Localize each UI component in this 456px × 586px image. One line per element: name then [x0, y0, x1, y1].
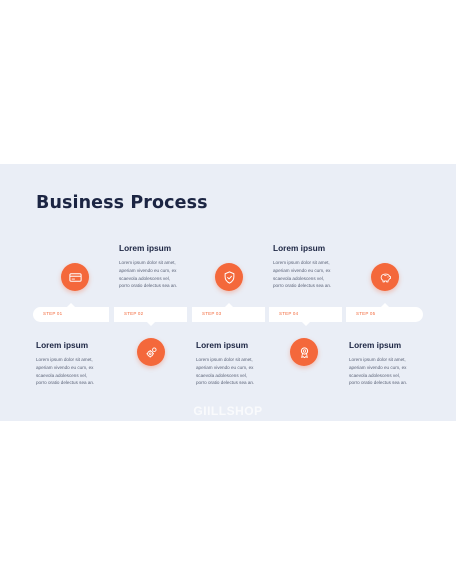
award-icon: [300, 346, 308, 358]
step-1-description: Lorem ipsum dolor sit amet, aperiam vive…: [36, 357, 95, 386]
step-1-bar: STEP 01: [33, 303, 109, 322]
step-3-circle: [215, 263, 243, 291]
step-3-bar: STEP 03: [192, 303, 265, 322]
step-2-bar: STEP 02: [114, 307, 187, 326]
step-2-heading: Lorem ipsum: [119, 243, 172, 253]
step-5-heading: Lorem ipsum: [349, 340, 402, 350]
step-2-label: STEP 02: [124, 311, 144, 316]
step-5-label: STEP 05: [356, 311, 376, 316]
watermark: GIILLSHOP: [193, 404, 263, 418]
piggy-bank-icon: [380, 273, 391, 282]
step-3-text-block: Lorem ipsum Lorem ipsum dolor sit amet, …: [196, 340, 276, 387]
step-4-label: STEP 04: [279, 311, 299, 316]
step-2-description: Lorem ipsum dolor sit amet, aperiam vive…: [119, 260, 178, 289]
step-5-circle: [371, 263, 399, 291]
step-5-bar: STEP 05: [346, 303, 423, 322]
step-4-circle: [290, 338, 318, 366]
step-1-heading: Lorem ipsum: [36, 340, 89, 350]
step-2-text-block: Lorem ipsum Lorem ipsum dolor sit amet, …: [119, 243, 199, 290]
step-4-bar: STEP 04: [269, 307, 342, 326]
step-3-description: Lorem ipsum dolor sit amet, aperiam vive…: [196, 357, 255, 386]
credit-card-icon: [68, 272, 82, 282]
slide: Business Process STEP 01 Lorem ipsum Lor…: [0, 164, 456, 421]
step-4-heading: Lorem ipsum: [273, 243, 326, 253]
step-2-circle: [137, 338, 165, 366]
step-5-description: Lorem ipsum dolor sit amet, aperiam vive…: [349, 357, 408, 386]
gears-icon: [146, 346, 156, 357]
shield-icon: [224, 270, 234, 284]
step-1-text-block: Lorem ipsum Lorem ipsum dolor sit amet, …: [36, 340, 116, 387]
step-3-label: STEP 03: [202, 311, 222, 316]
step-5-text-block: Lorem ipsum Lorem ipsum dolor sit amet, …: [349, 340, 429, 387]
step-4-text-block: Lorem ipsum Lorem ipsum dolor sit amet, …: [273, 243, 353, 290]
step-1-circle: [61, 263, 89, 291]
step-1-label: STEP 01: [43, 311, 63, 316]
step-3-heading: Lorem ipsum: [196, 340, 249, 350]
step-4-description: Lorem ipsum dolor sit amet, aperiam vive…: [273, 260, 332, 289]
slide-title: Business Process: [36, 193, 208, 213]
